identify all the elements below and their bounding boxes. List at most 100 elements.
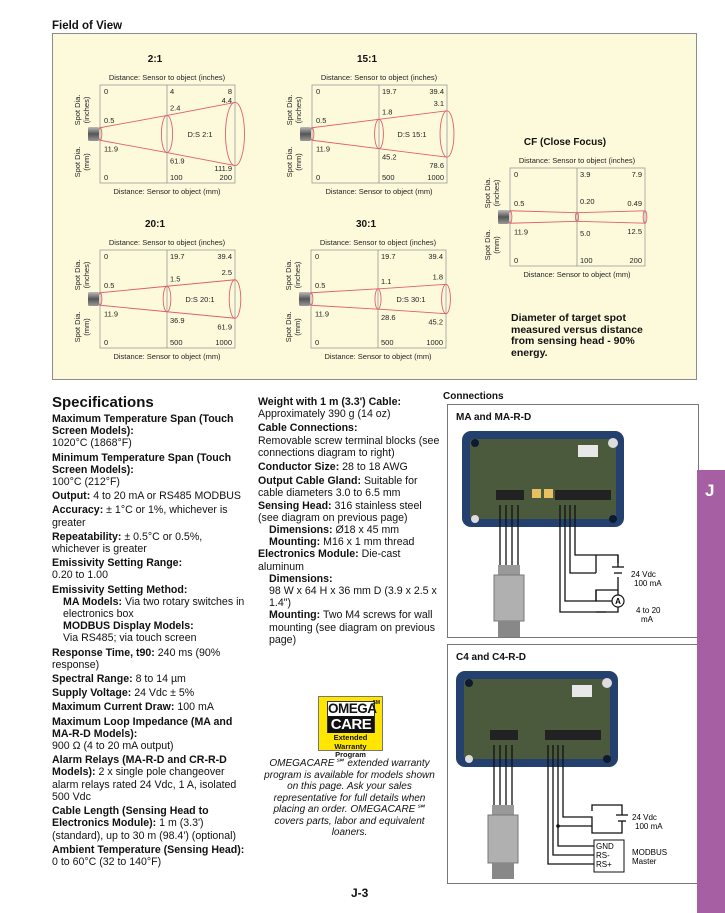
- spec-alarm: Alarm Relays (MA-R-D and CR-R-D Models):…: [52, 754, 247, 803]
- spot-dia-label: Spot Dia.: [284, 260, 293, 291]
- inch-tick: 0: [104, 87, 108, 96]
- inch-tick: 4: [170, 87, 174, 96]
- spot-ellipse: [225, 101, 245, 167]
- spot-ellipse: [441, 283, 451, 315]
- spec-response: Response Time, t90: 240 ms (90% response…: [52, 647, 247, 671]
- chart-title: 2:1: [148, 54, 163, 65]
- spot-dia-label: Spot Dia.: [73, 312, 82, 343]
- spot-dia-label: (inches): [294, 96, 303, 123]
- spot-dia-label: (mm): [293, 318, 302, 336]
- spec-ambient: Ambient Temperature (Sensing Head): 0 to…: [52, 844, 247, 868]
- spot-mm-value: 5.0: [580, 229, 590, 238]
- spec-value: Two M4 screws for wall mounting (see dia…: [269, 609, 436, 646]
- mm-tick: 1000: [215, 338, 232, 347]
- spec-accuracy: Accuracy: ± 1°C or 1%, whichever is grea…: [52, 504, 247, 528]
- spot-mm-value: 12.5: [627, 227, 642, 236]
- spec-value: 28 to 18 AWG: [339, 461, 408, 474]
- spot-dia-label: (inches): [492, 179, 501, 206]
- spec-label: Electronics Module:: [258, 548, 359, 561]
- terminal-gnd-label: GND: [596, 842, 614, 851]
- spot-dia-label: Spot Dia.: [284, 312, 293, 343]
- axis-label-mm: Distance: Sensor to object (mm): [325, 187, 433, 196]
- spot-ellipse: [575, 212, 579, 222]
- spot-inch-value: 0.49: [627, 199, 642, 208]
- spec-label: Output Cable Gland:: [258, 475, 361, 488]
- page-number: J-3: [351, 886, 369, 900]
- inch-tick: 0: [104, 252, 108, 261]
- sensing-head: [493, 574, 525, 622]
- spot-dia-label: (inches): [293, 261, 302, 288]
- mm-tick: 1000: [427, 173, 444, 182]
- spec-repeatability: Repeatability: ± 0.5°C or 0.5%, whicheve…: [52, 531, 247, 555]
- terminal-rs-minus-label: RS-: [596, 851, 610, 860]
- mm-tick: 0: [315, 338, 319, 347]
- spec-value: ± 0.5°C or 0.5%, whichever is greater: [52, 530, 203, 556]
- spec-label: Response Time, t90:: [52, 646, 155, 659]
- axis-label-mm: Distance: Sensor to object (mm): [113, 187, 221, 196]
- spot-mm-value: 78.6: [429, 161, 444, 170]
- inch-tick: 0: [315, 252, 319, 261]
- spot-dia-label: (mm): [492, 236, 501, 254]
- spot-mm-value: 61.9: [170, 157, 185, 166]
- chart-frame: [509, 167, 646, 267]
- supply-current-label: 100 mA: [635, 822, 663, 831]
- spot-inch-value: 3.1: [434, 99, 444, 108]
- spec-gland: Output Cable Gland: Suitable for cable d…: [258, 475, 443, 499]
- spot-inch-value: 0.20: [580, 197, 595, 206]
- field-of-view-heading: Field of View: [52, 20, 123, 32]
- spot-inch-value: 1.8: [433, 272, 443, 281]
- mm-tick: 500: [381, 338, 394, 347]
- ammeter-label: A: [615, 597, 621, 606]
- spot-mm-value: 45.2: [382, 153, 397, 162]
- axis-label-inches: Distance: Sensor to object (inches): [320, 238, 437, 247]
- spec-value: 2 x single pole changeover alarm relays …: [52, 766, 237, 803]
- ammeter-icon: [611, 594, 625, 608]
- specifications-heading: Specifications: [52, 394, 154, 411]
- spec-label: Conductor Size:: [258, 461, 340, 474]
- spot-dia-label: (mm): [82, 318, 91, 336]
- spec-label: Maximum Temperature Span (Touch Screen M…: [52, 413, 234, 438]
- spec-value: 100 mA: [174, 701, 214, 714]
- mm-tick: 1000: [426, 338, 443, 347]
- output-terminal-block: [545, 730, 601, 740]
- spot-dia-label: Spot Dia.: [285, 95, 294, 126]
- spot-dia-label: Spot Dia.: [73, 95, 82, 126]
- spot-inch-value: 1.8: [382, 107, 392, 116]
- spec-label: Maximum Current Draw:: [52, 701, 175, 714]
- spot-inch-value: 2.4: [170, 103, 180, 112]
- loop-label: mA: [641, 615, 654, 624]
- spot-inch-value: 0.5: [315, 281, 325, 290]
- spec-label: Emissivity Setting Range:: [52, 557, 183, 570]
- mm-tick: 200: [629, 256, 642, 265]
- sensor-terminal-block: [490, 730, 518, 740]
- spot-mm-value: 11.9: [315, 309, 329, 318]
- inch-tick: 19.7: [381, 252, 396, 261]
- mm-tick: 0: [104, 338, 108, 347]
- inch-tick: 19.7: [382, 87, 397, 96]
- specifications-column-2: Weight with 1 m (3.3') Cable:Approximate…: [258, 396, 443, 646]
- spot-inch-value: 0.5: [316, 116, 326, 125]
- supply-current-label: 100 mA: [634, 579, 662, 588]
- axis-label-mm: Distance: Sensor to object (mm): [113, 352, 221, 361]
- chart-frame: [99, 84, 236, 184]
- mm-tick: 500: [170, 338, 183, 347]
- modbus-master-label: MODBUS: [632, 848, 667, 857]
- spot-dia-label: Spot Dia.: [483, 230, 492, 261]
- chart-frame: [99, 249, 236, 349]
- mm-tick: 0: [104, 173, 108, 182]
- spec-sublabel: Dimensions:: [269, 572, 333, 585]
- spec-label: Emissivity Setting Method:: [52, 583, 188, 596]
- mm-tick: 0: [514, 256, 518, 265]
- spec-value: Via RS485; via touch screen: [63, 632, 197, 645]
- axis-label-inches: Distance: Sensor to object (inches): [321, 73, 438, 82]
- sensor-terminal-block: [496, 490, 524, 500]
- axis-label-inches: Distance: Sensor to object (inches): [109, 73, 226, 82]
- spot-inch-value: 1.5: [170, 274, 180, 283]
- spec-value: Suitable for cable diameters 3.0 to 6.5 …: [258, 475, 418, 500]
- spot-dia-label: (inches): [82, 261, 91, 288]
